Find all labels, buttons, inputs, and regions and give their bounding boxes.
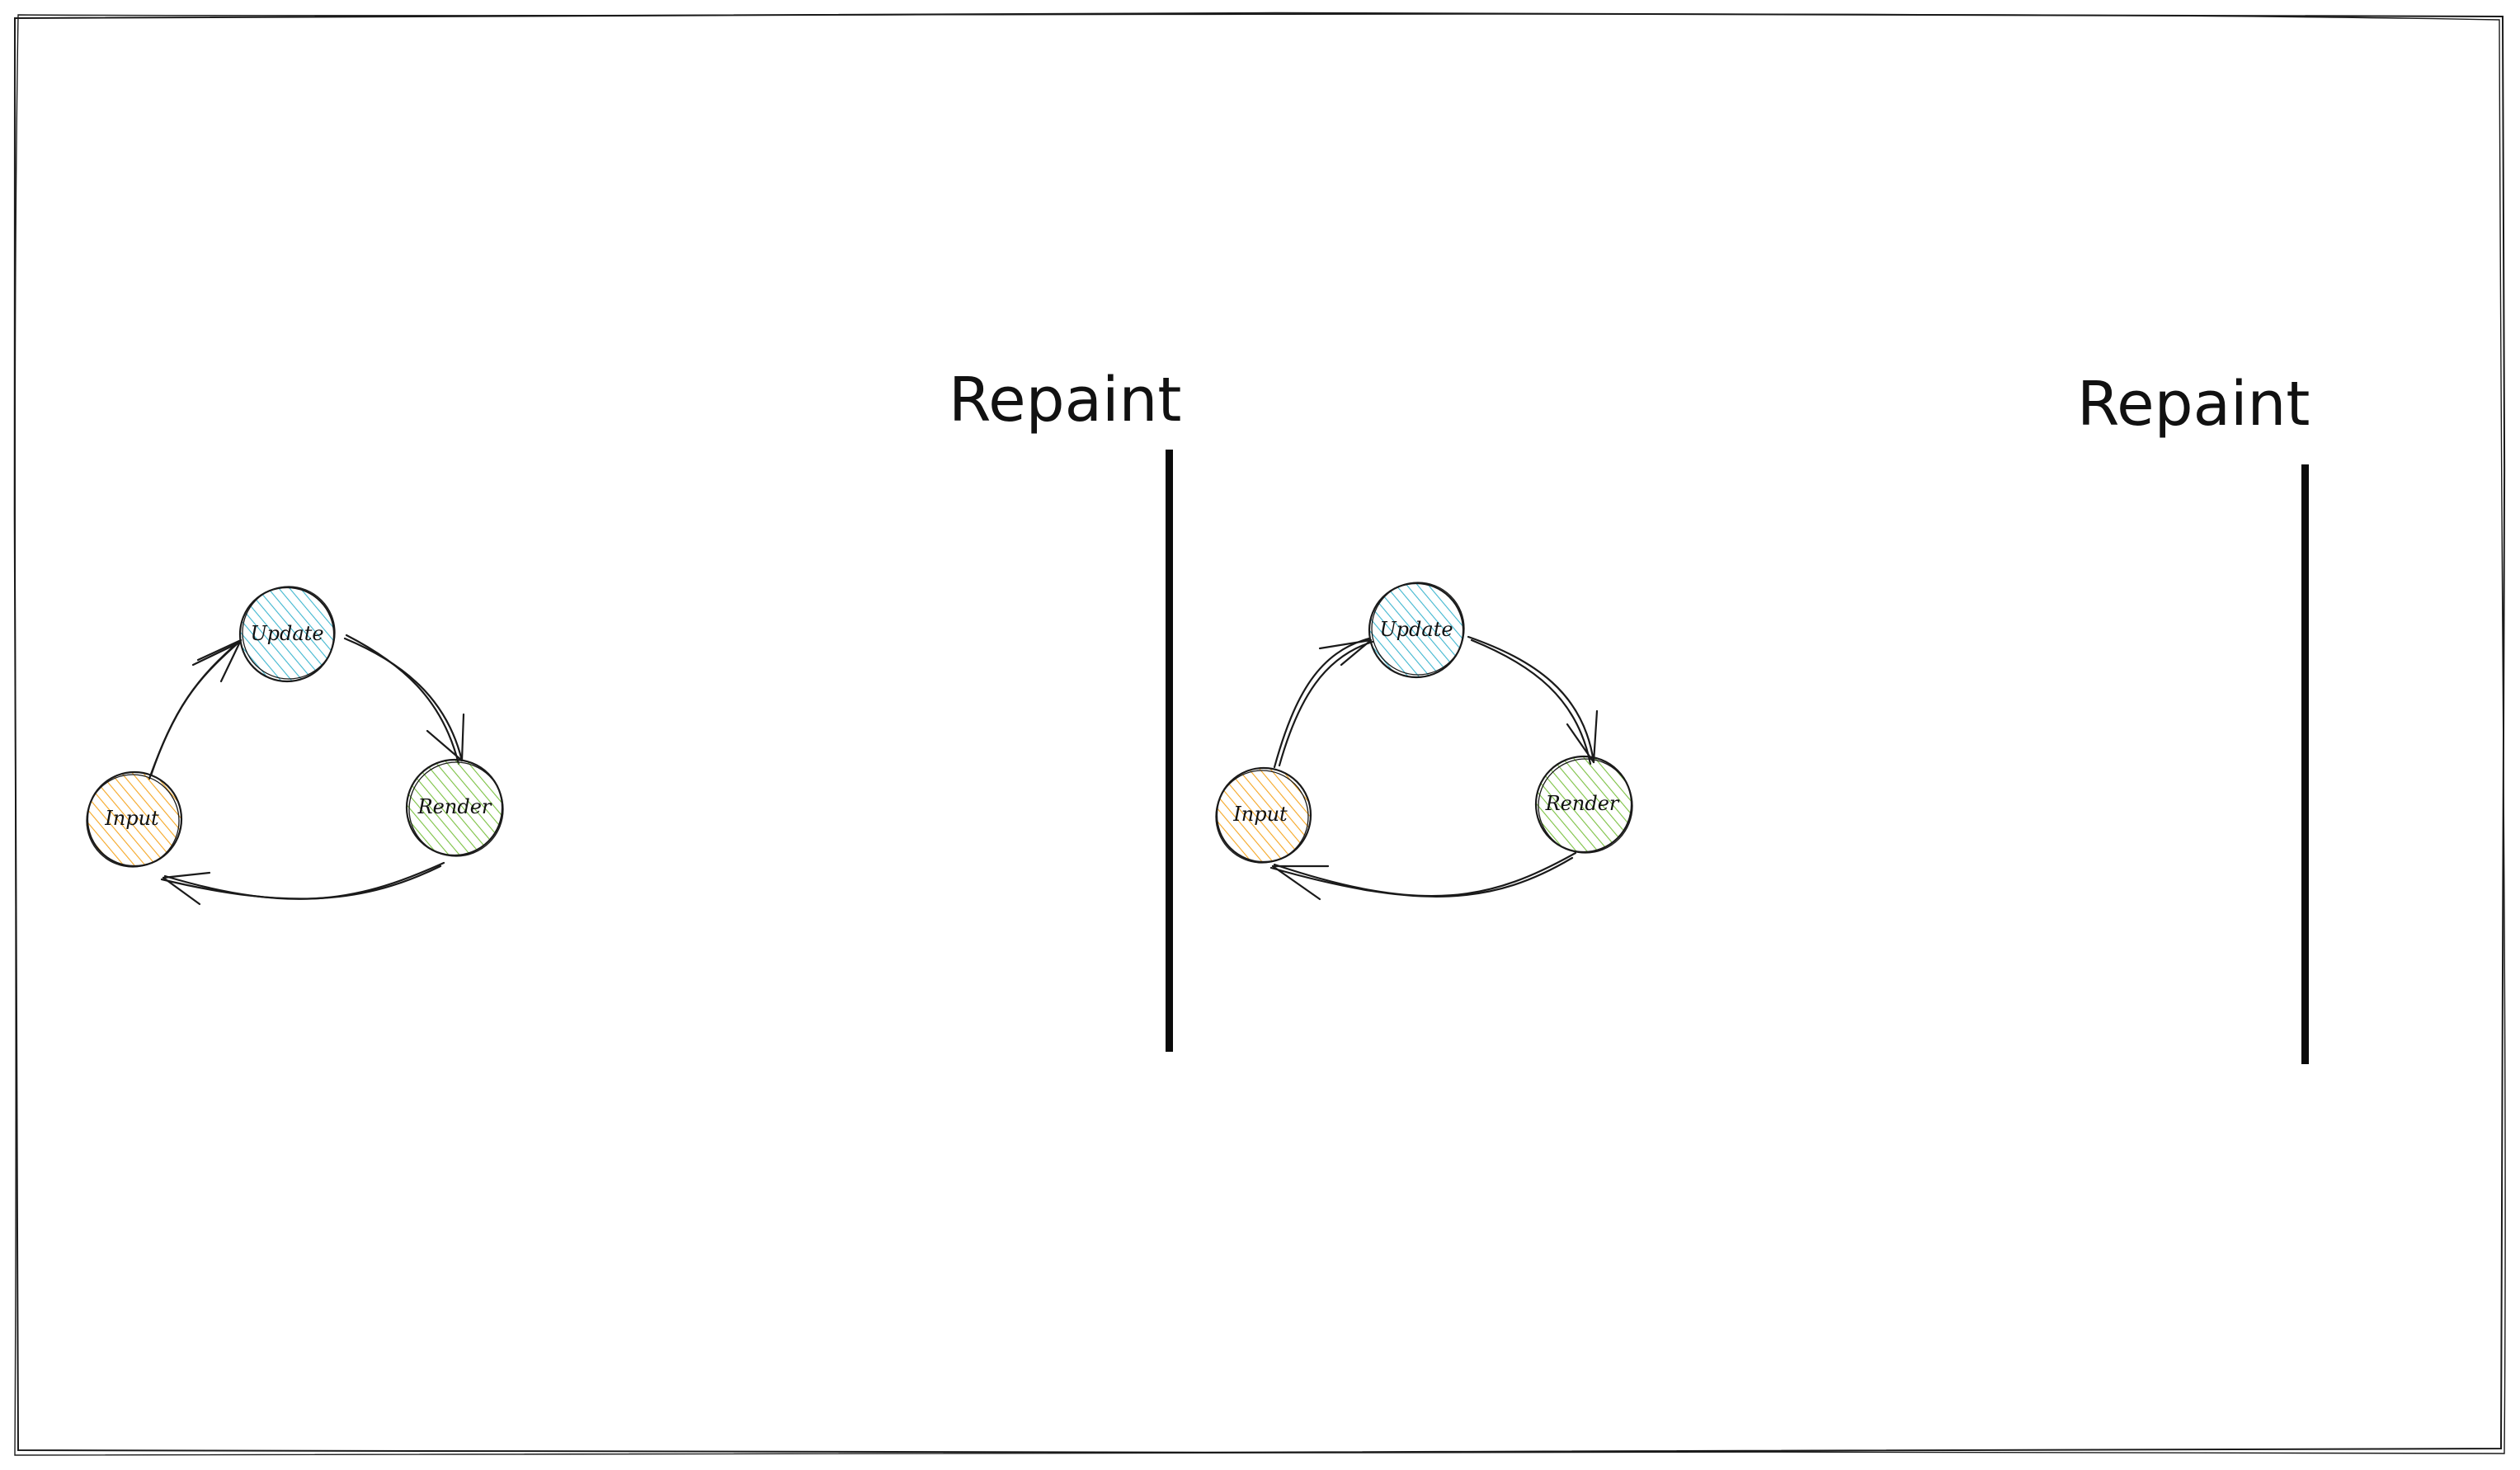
arrow-input-to-update-2 xyxy=(1273,637,1374,769)
arrow-render-to-input-2 xyxy=(1269,851,1577,901)
input-label-1: Input xyxy=(104,807,159,830)
game-loop-1: Update Input Render xyxy=(86,586,504,906)
arrow-update-to-render-2 xyxy=(1467,635,1599,766)
render-node-1: Render xyxy=(405,758,504,857)
game-loop-2: Update Input Render xyxy=(1215,582,1633,901)
update-label-1: Update xyxy=(250,622,323,645)
render-label-1: Render xyxy=(417,795,492,818)
update-node-1: Update xyxy=(238,586,336,683)
arrow-render-to-input-1 xyxy=(160,861,445,906)
input-node-1: Input xyxy=(86,770,183,868)
arrow-update-to-render-1 xyxy=(343,634,465,766)
repaint-marker-1: Repaint xyxy=(949,365,1181,1052)
render-node-2: Render xyxy=(1534,755,1633,854)
repaint-bar-2 xyxy=(2301,464,2309,1064)
repaint-label-2: Repaint xyxy=(2077,369,2310,440)
arrow-input-to-update-1 xyxy=(148,638,243,780)
outer-frame xyxy=(13,12,2506,1456)
repaint-label-1: Repaint xyxy=(949,365,1181,436)
update-node-2: Update xyxy=(1368,582,1465,679)
input-node-2: Input xyxy=(1215,766,1312,864)
repaint-bar-1 xyxy=(1166,450,1173,1052)
input-label-2: Input xyxy=(1232,803,1288,826)
repaint-marker-2: Repaint xyxy=(2077,369,2310,1064)
render-label-2: Render xyxy=(1545,792,1620,815)
update-label-2: Update xyxy=(1379,618,1453,641)
